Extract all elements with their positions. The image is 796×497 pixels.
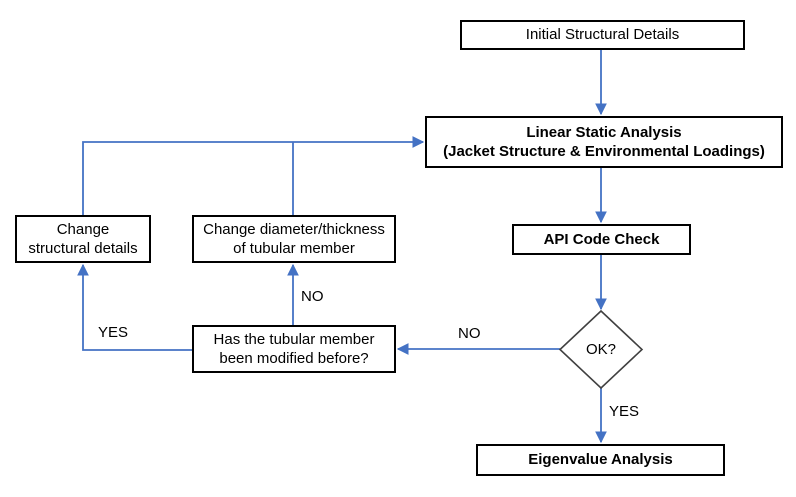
node-change-diameter-thickness: Change diameter/thickness of tubular mem… <box>192 215 396 263</box>
edge-modified-yes-to-change-structural <box>77 263 192 351</box>
node-modified-before-label: Has the tubular member been modified bef… <box>213 330 375 368</box>
node-initial-structural-details: Initial Structural Details <box>460 20 745 50</box>
node-eigenvalue-analysis: Eigenvalue Analysis <box>476 444 725 476</box>
edge-label-ok-no: NO <box>458 325 481 342</box>
node-change-structural-details-label: Change structural details <box>28 220 138 258</box>
edge-label-modified-no: NO <box>301 288 324 305</box>
node-api-code-check: API Code Check <box>512 224 691 255</box>
edge-label-ok-yes: YES <box>609 403 640 420</box>
node-initial-structural-details-label: Initial Structural Details <box>525 26 680 44</box>
node-ok-decision-label: OK? <box>585 340 616 358</box>
edge-change-structural-feedback-to-linear <box>82 136 425 215</box>
node-modified-before: Has the tubular member been modified bef… <box>192 325 396 373</box>
node-eigenvalue-analysis-label: Eigenvalue Analysis <box>528 451 673 469</box>
node-linear-static-analysis: Linear Static Analysis (Jacket Structure… <box>425 116 783 168</box>
ok-decision-diamond <box>558 309 644 390</box>
node-linear-static-analysis-label: Linear Static Analysis (Jacket Structure… <box>443 123 765 161</box>
node-change-structural-details: Change structural details <box>15 215 151 263</box>
edge-label-modified-yes: YES <box>98 324 129 341</box>
node-api-code-check-label: API Code Check <box>543 230 660 248</box>
node-change-diameter-thickness-label: Change diameter/thickness of tubular mem… <box>203 220 385 258</box>
